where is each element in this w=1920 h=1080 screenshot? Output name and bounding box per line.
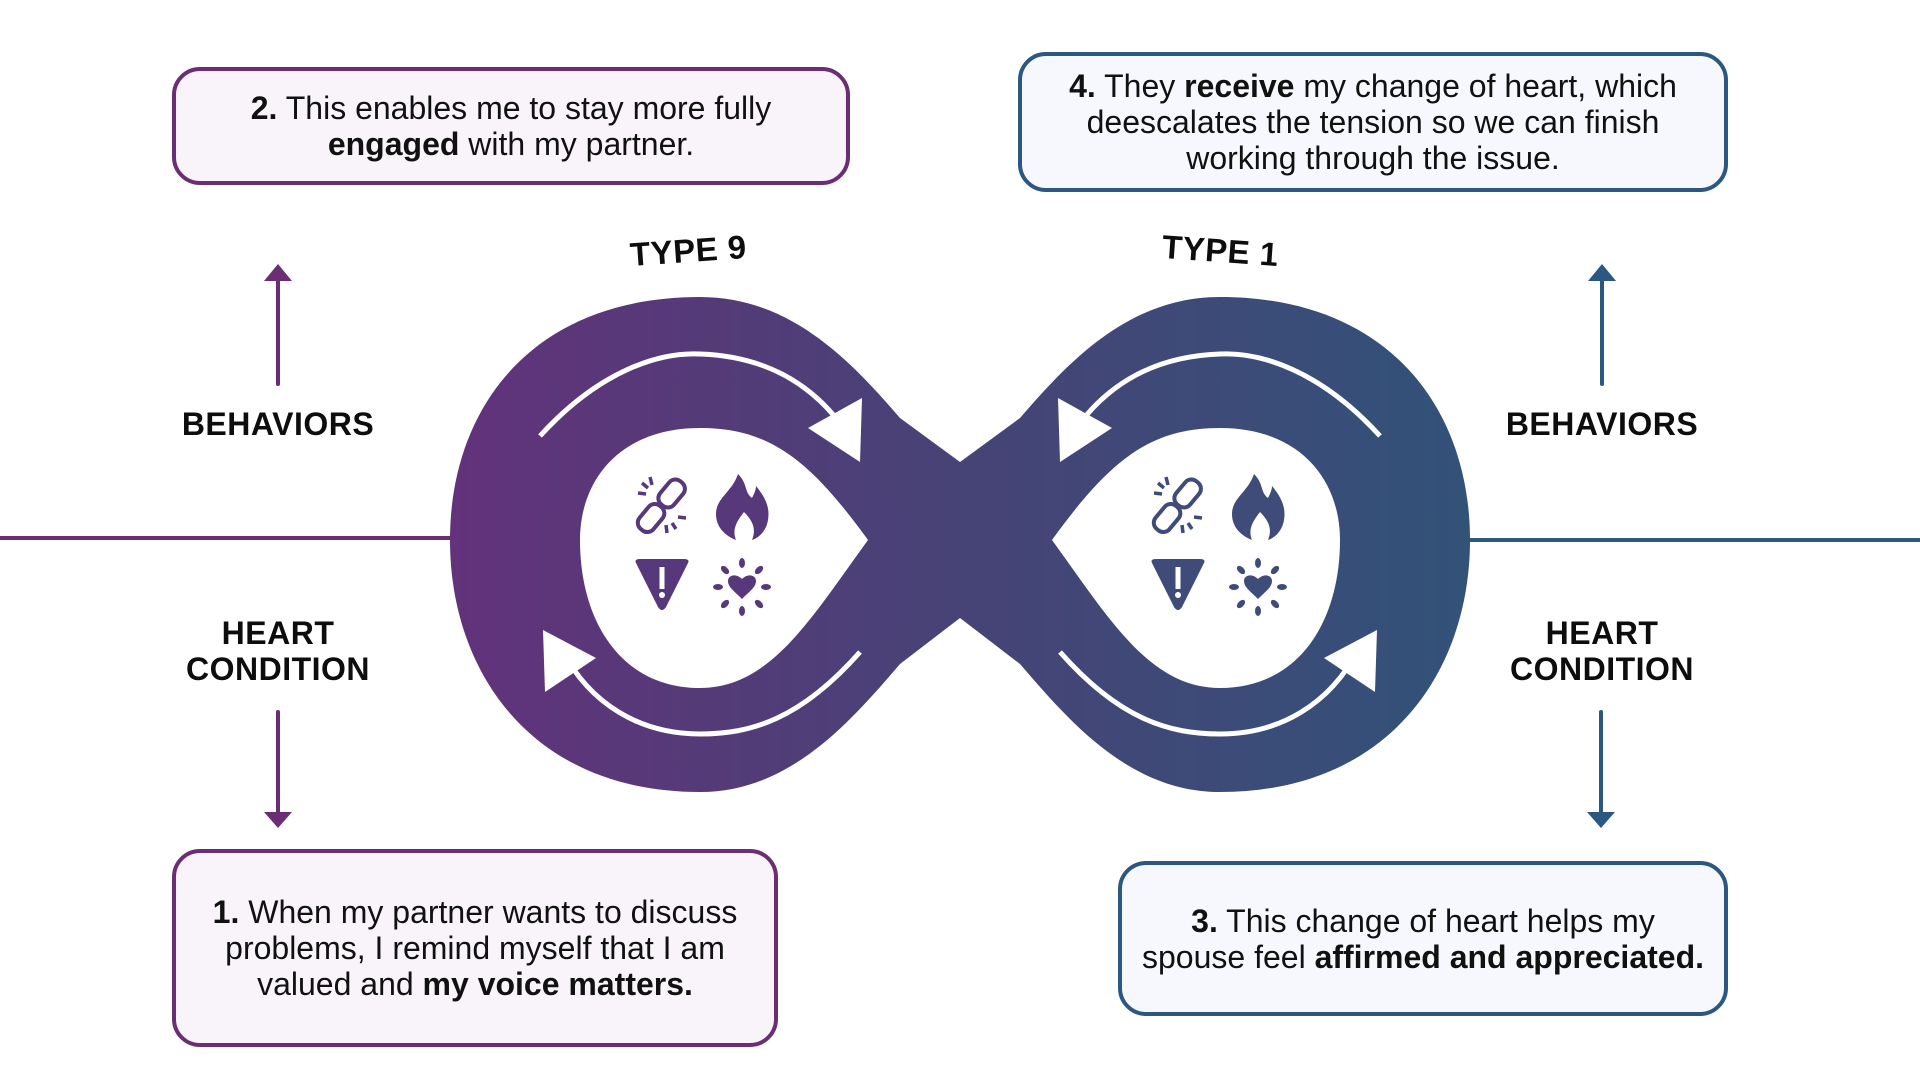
fire-icon [716,474,769,540]
icons-left [635,474,771,616]
radiant-heart-icon [1229,558,1287,616]
step-text-segment: This enables me to stay more fully [277,90,772,126]
step-text-segment: When my partner wants to discuss problem… [225,894,738,1002]
step-text: 1. When my partner wants to discuss prob… [196,894,754,1002]
step-text-segment: They [1095,68,1185,104]
arrow-left-top [538,351,848,438]
broken-link-icon [1151,476,1203,535]
step-card-2: 2. This enables me to stay more fully en… [172,67,850,185]
arrow-left-bottom [559,648,862,737]
step-text-segment: This change of heart helps my spouse fee… [1142,902,1655,975]
fire-icon [1232,474,1285,540]
arrow-up-right-head [1588,264,1616,281]
step-text-emphasis: receive [1184,68,1295,104]
broken-link-icon [635,476,687,535]
arrow-right-top [1072,351,1382,438]
behaviors-label-right: BEHAVIORS [1505,406,1699,442]
step-card-1: 1. When my partner wants to discuss prob… [172,849,778,1047]
step-number: 4. [1069,68,1096,104]
radiant-heart-icon [713,558,771,616]
infinity-loop [450,297,1470,792]
step-card-3: 3. This change of heart helps my spouse … [1118,861,1728,1016]
step-text-segment: my change of heart, which deescalates th… [1086,68,1677,176]
warning-icon [635,559,689,610]
type-1-label: TYPE 1 [1160,227,1280,274]
step-number: 1. [212,894,240,930]
step-text: 4. They receive my change of heart, whic… [1042,68,1704,176]
arrow-up-left-head [264,264,292,281]
arrow-right-bottom [1058,648,1361,737]
step-text-emphasis: my voice matters. [422,966,693,1002]
icons-right [1151,474,1287,616]
heart-condition-label-left: HEART CONDITION [185,615,371,687]
step-number: 2. [250,90,278,126]
arrowhead-right-top [1058,398,1112,462]
step-text: 3. This change of heart helps my spouse … [1142,903,1704,975]
warning-icon [1151,559,1205,610]
arrowhead-right-bottom [1324,630,1377,692]
arrowhead-left-top [808,398,862,462]
step-text-segment: with my partner. [459,126,695,162]
type-9-label: TYPE 9 [628,227,748,274]
arrowhead-left-bottom [543,630,596,692]
behaviors-label-left: BEHAVIORS [181,406,375,442]
step-text-emphasis: affirmed and appreciated. [1314,938,1704,975]
heart-condition-label-right: HEART CONDITION [1509,615,1695,687]
arrow-down-right-head [1587,812,1615,828]
step-text: 2. This enables me to stay more fully en… [196,90,826,162]
step-number: 3. [1191,902,1218,939]
arrow-down-left-head [264,812,292,828]
step-text-emphasis: engaged [327,126,460,162]
step-card-4: 4. They receive my change of heart, whic… [1018,52,1728,192]
